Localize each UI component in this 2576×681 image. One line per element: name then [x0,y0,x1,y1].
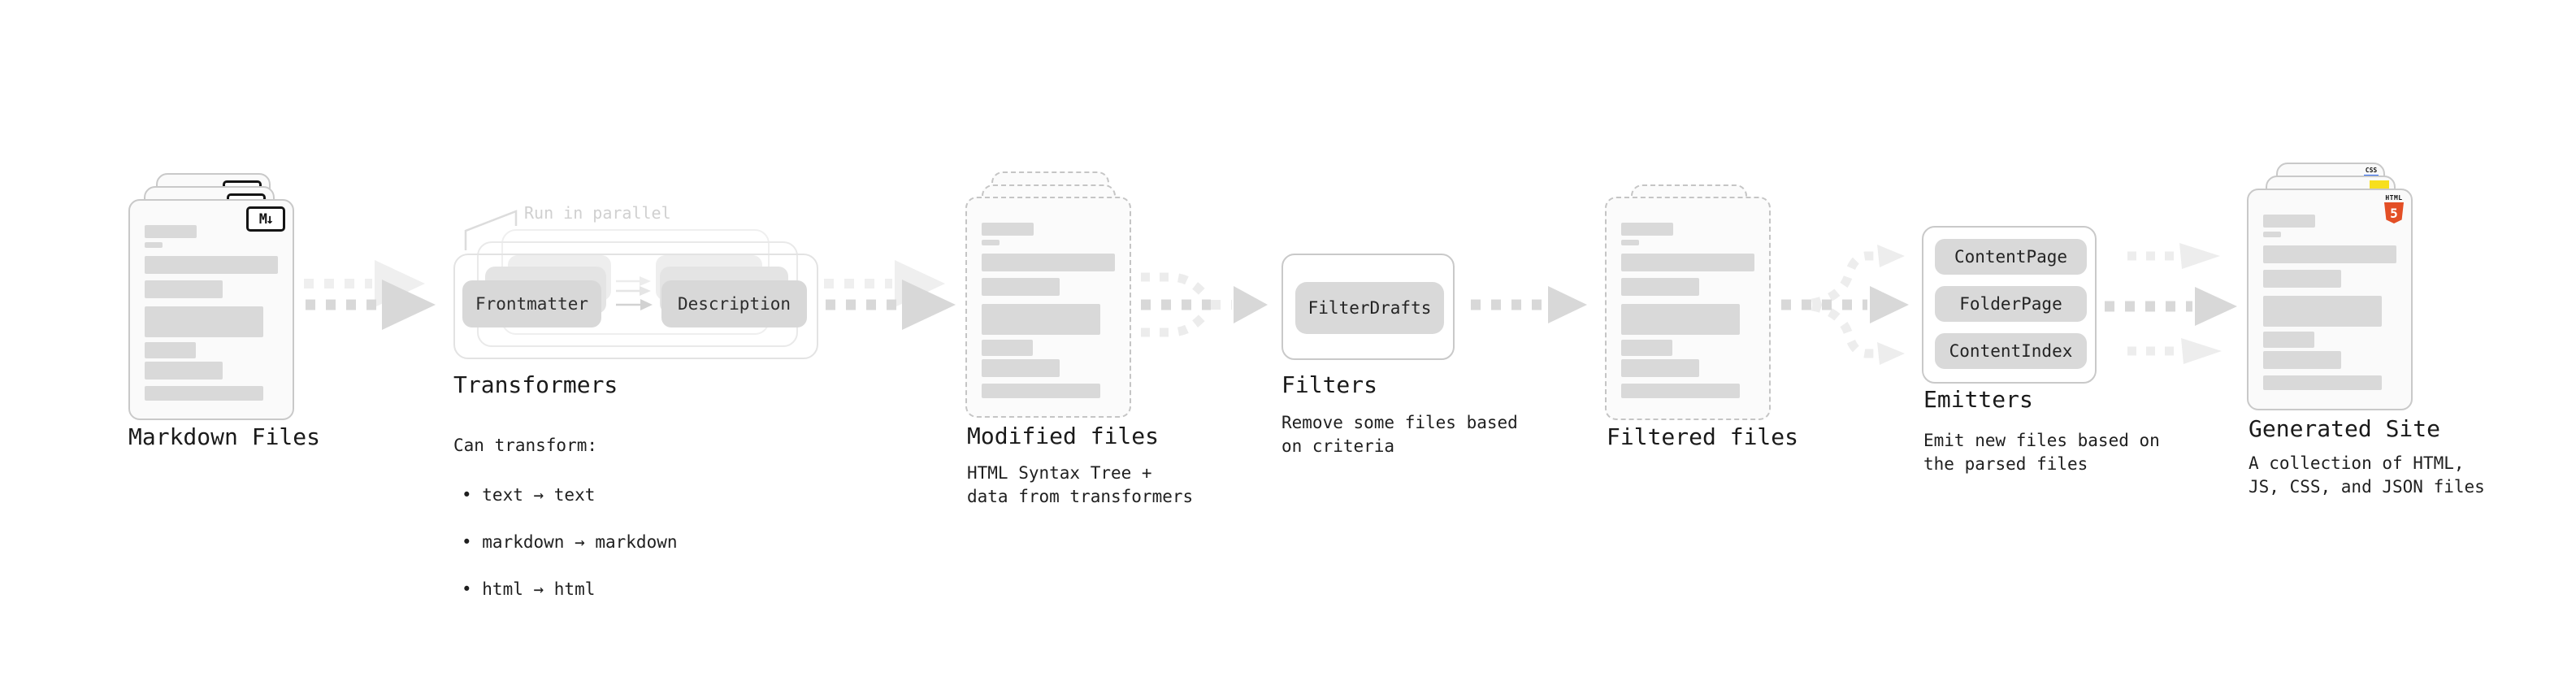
document-text-placeholder [1621,198,1769,419]
text-line-placeholder [982,384,1100,398]
markdown-files-stack: M↓ M↓ M↓ [128,173,332,425]
css-icon-label: CSS [2365,167,2378,174]
transform-bullet: • html → html [462,579,596,599]
text-line-placeholder [2263,375,2382,390]
text-line-placeholder [982,359,1060,377]
generated-site-description: A collection of HTML, JS, CSS, and JSON … [2249,453,2485,497]
generated-file-html: HTML 5 [2247,189,2413,410]
annotation-leader-line [464,210,518,250]
text-line-placeholder [982,278,1060,296]
filters-panel: FilterDrafts [1281,254,1455,360]
document-text-placeholder [982,198,1130,416]
document-text-placeholder [145,201,293,419]
filter-drafts-box: FilterDrafts [1295,282,1444,334]
filtered-file-front [1605,197,1771,420]
text-line-placeholder [1621,278,1699,296]
text-line-placeholder [2263,215,2315,228]
text-line-placeholder [982,223,1034,236]
filters-description: Remove some files based on criteria [1281,413,1518,456]
text-line-placeholder [145,342,196,358]
text-line-placeholder [145,242,163,248]
text-line-placeholder [1621,340,1672,356]
markdown-icon: M↓ [246,206,285,232]
markdown-files-label: Markdown Files [128,423,321,450]
modified-files-stack [965,171,1160,423]
html5-icon-shield: 5 [2384,202,2404,223]
text-line-placeholder [145,386,263,401]
text-line-placeholder [1621,223,1673,236]
filtered-files-label: Filtered files [1607,423,1799,450]
document-text-placeholder [2263,190,2411,409]
text-line-placeholder [145,256,278,274]
text-line-placeholder [2263,296,2382,327]
text-line-placeholder [145,362,223,380]
emitter-content-page-box: ContentPage [1935,239,2087,275]
transformers-description: Can transform: • text → text • markdown … [453,410,678,625]
html5-icon-word: HTML [2385,194,2403,202]
transform-bullet: • markdown → markdown [462,532,678,552]
emitter-folder-page-box: FolderPage [1935,286,2087,322]
text-line-placeholder [2263,270,2341,288]
flow-arrow-emitters-to-generated [2105,243,2237,364]
modified-files-description: HTML Syntax Tree + data from transformer… [967,463,1194,506]
flow-arrow-modified-to-filters [1141,272,1268,337]
text-line-placeholder [145,306,263,337]
emitter-content-index-box: ContentIndex [1935,333,2087,369]
modified-files-label: Modified files [967,423,1160,449]
html5-icon: HTML 5 [2383,194,2405,223]
text-line-placeholder [1621,304,1740,335]
flow-arrow-transformers-to-modified [824,260,956,330]
transformers-label: Transformers [453,371,618,398]
emitters-description: Emit new files based on the parsed files [1923,431,2160,474]
text-line-placeholder [1621,384,1740,398]
emitters-label: Emitters [1923,386,2033,413]
text-line-placeholder [982,240,1000,245]
text-line-placeholder [145,280,223,298]
text-line-placeholder [1621,254,1754,271]
markdown-file-front: M↓ [128,199,294,420]
generated-site-stack: CSS HTML 5 [2247,163,2450,416]
text-line-placeholder [2263,351,2341,369]
transformer-internal-arrows [616,276,653,310]
text-line-placeholder [2263,232,2281,237]
text-line-placeholder [1621,359,1699,377]
emitters-panel: ContentPage FolderPage ContentIndex [1922,226,2097,384]
generated-site-label: Generated Site [2249,415,2441,442]
text-line-placeholder [145,225,197,238]
text-line-placeholder [982,340,1033,356]
text-line-placeholder [1621,240,1639,245]
transformers-node: Run in parallel Frontmatter Description [453,195,835,370]
modified-file-front [965,197,1131,418]
flow-arrow-filters-to-filtered [1471,286,1587,323]
transformer-frontmatter-box: Frontmatter [462,280,601,327]
run-in-parallel-annotation: Run in parallel [524,203,671,223]
html5-icon-number: 5 [2390,205,2398,221]
js-icon [2370,180,2389,191]
text-line-placeholder [2263,332,2314,348]
flow-arrow-markdown-to-transformers [304,260,436,330]
text-line-placeholder [982,254,1115,271]
text-line-placeholder [2263,245,2396,263]
text-line-placeholder [982,304,1100,335]
transformer-layer-front [453,254,818,359]
flow-arrow-filtered-to-emitters [1781,245,1909,365]
transformer-description-box: Description [661,280,807,327]
transform-bullet: • text → text [462,485,596,505]
filtered-files-stack [1605,184,1800,424]
transformers-description-title: Can transform: [453,436,598,455]
filters-label: Filters [1281,371,1378,398]
